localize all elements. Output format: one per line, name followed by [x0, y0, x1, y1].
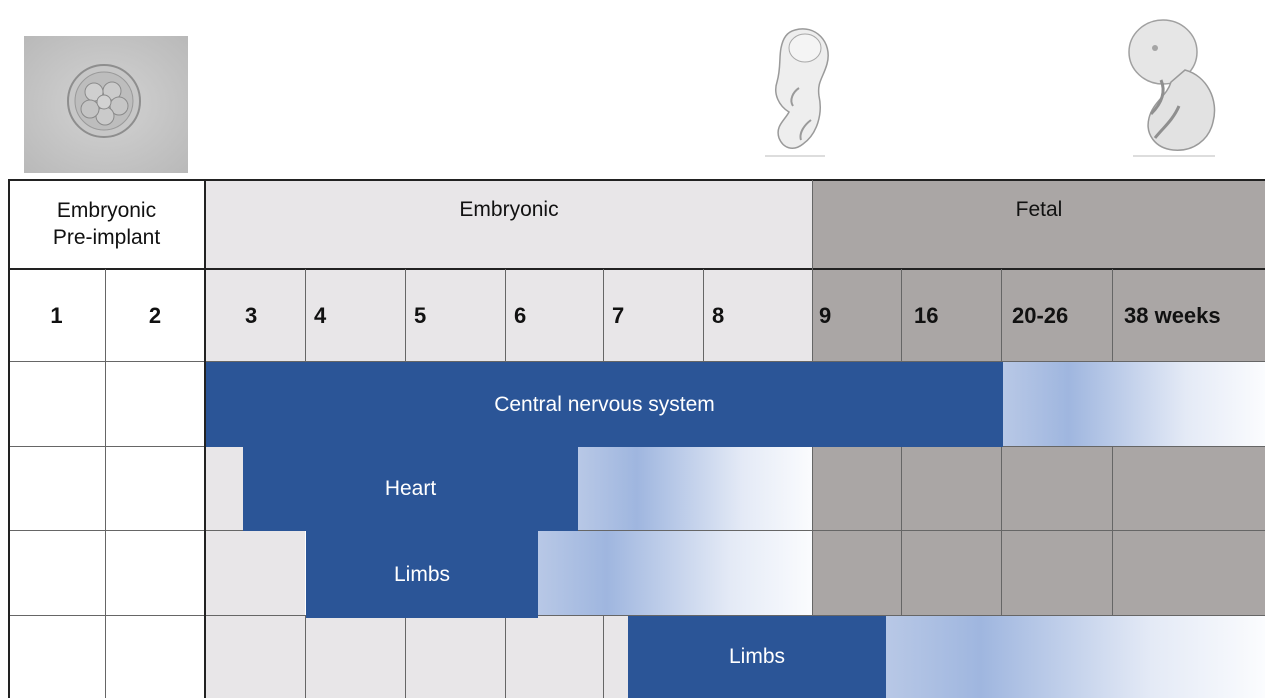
- preimplant-cell-image: [24, 36, 188, 173]
- grid-v-w7: [703, 269, 704, 362]
- grid-v-w1: [105, 269, 106, 698]
- grid-v-w16: [1001, 269, 1002, 362]
- limbs1-fade: [538, 531, 813, 616]
- row-limbs1-white-bg: [8, 531, 205, 616]
- row-limbs2-white-bg: [8, 616, 205, 698]
- bar-heart: Heart: [243, 447, 578, 531]
- phase-embryonic-label: Embryonic: [205, 180, 813, 240]
- week-16: 16: [914, 269, 994, 362]
- grid-v-body-812: [812, 447, 813, 616]
- week-9: 9: [819, 269, 879, 362]
- grid-h-1: [8, 268, 1265, 270]
- row-heart-white-bg: [8, 447, 205, 531]
- row-limbs2-grey-bg: [205, 616, 628, 698]
- heart-fade: [578, 447, 813, 531]
- grid-h-top: [8, 179, 1265, 181]
- row-limbs1-grey-bg: [205, 531, 305, 616]
- grid-v-w4: [405, 269, 406, 362]
- week-38: 38 weeks: [1124, 269, 1265, 362]
- bar-limbs-2-label: Limbs: [729, 645, 785, 669]
- grid-v-left: [8, 180, 10, 698]
- embryo-image: [755, 22, 845, 162]
- phase-preimplant-label: Embryonic Pre-implant: [8, 180, 205, 269]
- week-20-26: 20-26: [1012, 269, 1112, 362]
- row-cns-bg: [8, 362, 205, 447]
- grid-v-body-901: [901, 447, 902, 616]
- grid-v-row4-405: [405, 616, 406, 698]
- row-heart-fetal-bg: [813, 447, 1265, 531]
- grid-v-body-1112: [1112, 447, 1113, 616]
- bar-limbs-2: Limbs: [628, 616, 886, 698]
- week-1: 1: [8, 269, 105, 362]
- grid-v-w3: [305, 269, 306, 362]
- grid-v-w5: [505, 269, 506, 362]
- bar-limbs-1-label: Limbs: [394, 563, 450, 587]
- bar-limbs-1: Limbs: [306, 531, 538, 618]
- grid-v-row4-505: [505, 616, 506, 698]
- grid-v-w2026: [1112, 269, 1113, 362]
- week-7: 7: [612, 269, 672, 362]
- week-5: 5: [414, 269, 474, 362]
- grid-v-w6: [603, 269, 604, 362]
- phase-fetal-label: Fetal: [813, 180, 1265, 240]
- week-4: 4: [314, 269, 374, 362]
- row-heart-grey-bg: [205, 447, 243, 531]
- grid-v-embryonic-end: [812, 180, 813, 362]
- week-6: 6: [514, 269, 574, 362]
- grid-v-body-1001: [1001, 447, 1002, 616]
- fetus-image: [1115, 10, 1235, 160]
- week-8: 8: [712, 269, 772, 362]
- bar-central-nervous-system: Central nervous system: [206, 362, 1003, 447]
- bar-heart-label: Heart: [385, 477, 436, 501]
- limbs2-fade: [886, 616, 1265, 698]
- grid-v-row4-305: [305, 616, 306, 698]
- grid-h-4: [8, 530, 1265, 531]
- grid-v-row4-603: [603, 616, 604, 698]
- grid-v-w9: [901, 269, 902, 362]
- bar-cns-label: Central nervous system: [494, 393, 715, 417]
- week-3: 3: [245, 269, 305, 362]
- row-limbs1-fetal-bg: [813, 531, 1265, 616]
- week-2: 2: [105, 269, 205, 362]
- cns-fade: [1003, 362, 1265, 447]
